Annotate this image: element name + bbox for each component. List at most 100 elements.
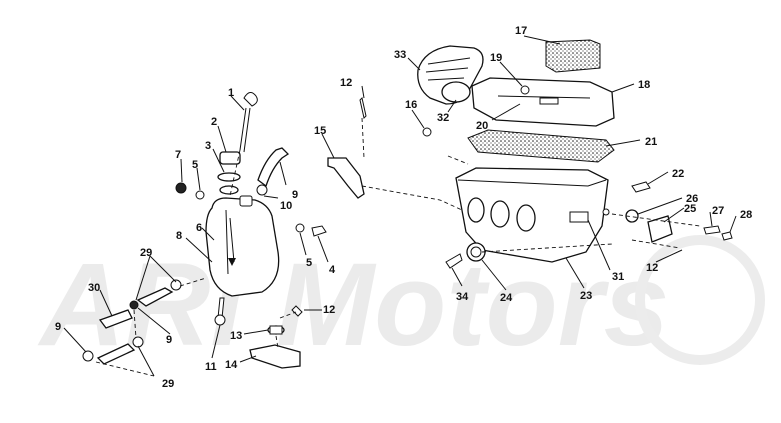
dash-mount bbox=[279, 311, 297, 319]
dash-right-bolt bbox=[611, 213, 701, 227]
callout-14: 14 bbox=[225, 359, 238, 371]
clamp-9-lower bbox=[82, 350, 94, 362]
leader-11 bbox=[211, 324, 221, 359]
duct-ribs bbox=[425, 57, 471, 81]
dipstick-handle bbox=[243, 92, 258, 107]
box-hole bbox=[602, 208, 610, 216]
callout-9a: 9 bbox=[292, 189, 298, 201]
callout-30: 30 bbox=[88, 282, 100, 294]
callout-5a: 5 bbox=[192, 159, 198, 171]
boot-24-inner bbox=[470, 246, 482, 258]
leader-33 bbox=[407, 57, 421, 71]
clamp-29-upper bbox=[170, 279, 182, 291]
leader-27 bbox=[709, 211, 713, 227]
callout-13: 13 bbox=[230, 330, 242, 342]
clamp-34 bbox=[445, 253, 463, 269]
screw-28 bbox=[721, 231, 733, 241]
bracket-15-assembly bbox=[327, 97, 432, 199]
dash-grommet bbox=[275, 335, 279, 349]
leader-29a bbox=[149, 255, 177, 283]
leader-13 bbox=[243, 329, 269, 335]
callout-11: 11 bbox=[205, 361, 217, 373]
dash-bracket-to-box bbox=[361, 185, 463, 211]
bracket-25 bbox=[647, 215, 673, 243]
leader-6 bbox=[201, 227, 215, 241]
callout-9c: 9 bbox=[55, 321, 61, 333]
callout-15: 15 bbox=[314, 125, 326, 137]
callout-12c: 12 bbox=[646, 262, 658, 274]
filler-ring bbox=[219, 185, 239, 195]
lid-line bbox=[497, 95, 591, 99]
filter-element-17 bbox=[545, 39, 601, 73]
leader-25 bbox=[663, 207, 685, 223]
leader-28 bbox=[729, 215, 737, 233]
watermark: ARI Motors bbox=[37, 235, 765, 371]
callout-1: 1 bbox=[228, 87, 234, 99]
callout-29b: 29 bbox=[162, 378, 174, 390]
dash-left-hoses bbox=[133, 309, 137, 339]
leader-3 bbox=[212, 148, 225, 173]
bracket-15 bbox=[327, 157, 365, 199]
dash-dipstick bbox=[229, 149, 241, 197]
callout-27: 27 bbox=[712, 205, 724, 217]
oil-tank-assembly bbox=[82, 92, 327, 369]
leader-26 bbox=[637, 197, 683, 215]
leader-9b bbox=[137, 307, 171, 335]
callout-28: 28 bbox=[740, 209, 752, 221]
callout-16: 16 bbox=[405, 99, 417, 111]
leader-14 bbox=[239, 355, 257, 363]
leader-4 bbox=[317, 235, 329, 263]
leader-1 bbox=[230, 95, 245, 111]
clamp-29-lower bbox=[132, 336, 144, 348]
clip-16 bbox=[422, 127, 432, 137]
callout-33: 33 bbox=[394, 49, 406, 61]
watermark-wheel-icon bbox=[635, 235, 765, 365]
filter-screen-21 bbox=[467, 129, 615, 163]
cap-gasket bbox=[217, 172, 241, 182]
leader-5a bbox=[196, 167, 201, 191]
leader-10 bbox=[263, 195, 279, 199]
leader-8 bbox=[185, 237, 213, 263]
leader-lines bbox=[63, 35, 737, 377]
leader-29b bbox=[137, 345, 155, 377]
leader-30 bbox=[99, 289, 113, 317]
lid-clip-19 bbox=[520, 85, 530, 95]
fuel-line-lower bbox=[96, 343, 136, 365]
washer-5-right bbox=[295, 223, 305, 233]
leader-31 bbox=[587, 219, 611, 271]
leader-12c bbox=[655, 249, 683, 263]
leader-18 bbox=[611, 83, 635, 93]
air-box-assembly bbox=[417, 39, 733, 269]
dash-screw-12 bbox=[361, 117, 365, 159]
dash-screen-to-box bbox=[447, 155, 469, 165]
callout-26: 26 bbox=[686, 193, 698, 205]
box-port-3 bbox=[516, 204, 536, 232]
oil-tank-body bbox=[205, 197, 280, 297]
dash-29-upper bbox=[179, 277, 207, 287]
callout-20: 20 bbox=[476, 120, 488, 132]
callout-5b: 5 bbox=[306, 257, 312, 269]
leader-16 bbox=[411, 109, 425, 129]
filter-30 bbox=[98, 309, 133, 329]
callout-19: 19 bbox=[490, 52, 502, 64]
dipstick bbox=[239, 107, 251, 153]
callout-4: 4 bbox=[329, 264, 336, 276]
tank-dip-tube bbox=[229, 217, 235, 263]
callout-22: 22 bbox=[672, 168, 684, 180]
leader-20 bbox=[491, 103, 521, 121]
leader-29a2 bbox=[135, 255, 151, 301]
box-rim bbox=[457, 179, 607, 187]
callout-23: 23 bbox=[580, 290, 592, 302]
washer-5-left bbox=[195, 190, 205, 200]
box-port-2 bbox=[490, 200, 510, 228]
washer-7 bbox=[175, 182, 187, 194]
leader-2 bbox=[217, 125, 227, 153]
leader-17 bbox=[523, 35, 561, 45]
callout-3: 3 bbox=[205, 140, 211, 152]
callout-10: 10 bbox=[280, 200, 292, 212]
tank-cap bbox=[219, 151, 241, 165]
dash-right-lower bbox=[631, 239, 681, 249]
leader-23 bbox=[565, 257, 585, 289]
outlet-fitting bbox=[214, 314, 226, 326]
